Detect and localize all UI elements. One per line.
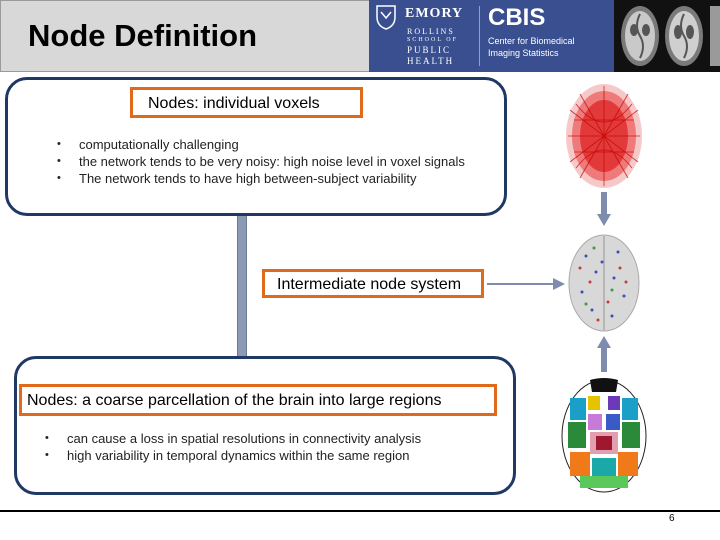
- mri-slices: [614, 0, 720, 72]
- school-of-text: SCHOOL OF: [407, 37, 458, 43]
- arrow-right-icon: [487, 278, 565, 290]
- bullet-item: high variability in temporal dynamics wi…: [45, 447, 421, 464]
- page-number: 6: [669, 513, 675, 524]
- public-text: PUBLIC: [407, 45, 452, 55]
- bullet-item: computationally challenging: [57, 136, 465, 153]
- bullet-item: The network tends to have high between-s…: [57, 170, 465, 187]
- parcellation-bullets: can cause a loss in spatial resolutions …: [45, 430, 421, 464]
- parcellation-brain: [561, 378, 647, 493]
- voxel-nodes-bullets: computationally challenging the network …: [57, 136, 465, 187]
- emory-shield-icon: [376, 5, 396, 30]
- rollins-text: ROLLINS: [407, 27, 455, 36]
- cbis-title: CBIS: [488, 4, 546, 31]
- logo-divider: [479, 6, 480, 66]
- bullet-item: can cause a loss in spatial resolutions …: [45, 430, 421, 447]
- voxel-nodes-label: Nodes: individual voxels: [130, 87, 363, 118]
- page-title: Node Definition: [28, 18, 258, 53]
- intermediate-node-label: Intermediate node system: [262, 269, 484, 298]
- bullet-item: the network tends to be very noisy: high…: [57, 153, 465, 170]
- parcellation-label: Nodes: a coarse parcellation of the brai…: [19, 384, 497, 416]
- cbis-logo: CBIS Center for Biomedical Imaging Stati…: [479, 0, 614, 72]
- arrow-up-icon: [597, 336, 611, 372]
- arrow-up-icon: [597, 192, 611, 226]
- voxel-network-brain: [566, 84, 642, 188]
- emory-name: EMORY: [405, 6, 464, 21]
- intermediate-node-brain: [568, 234, 640, 332]
- vertical-connector: [237, 216, 247, 358]
- cbis-subtitle-1: Center for Biomedical: [488, 36, 575, 46]
- health-text: HEALTH: [407, 56, 455, 66]
- footer-rule: [0, 510, 720, 512]
- parcellation-panel: [14, 356, 516, 495]
- emory-logo: EMORY ROLLINS SCHOOL OF PUBLIC HEALTH: [369, 0, 479, 72]
- cbis-subtitle-2: Imaging Statistics: [488, 48, 559, 58]
- title-bar: Node Definition: [0, 0, 370, 72]
